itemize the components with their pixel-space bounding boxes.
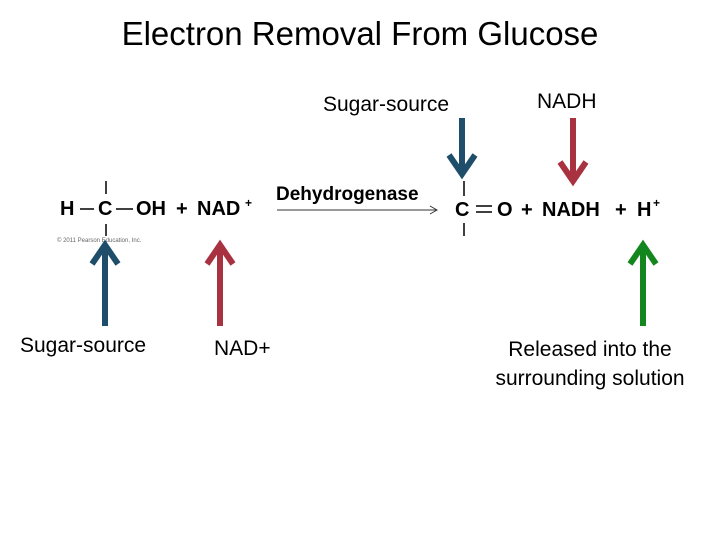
product-plus-2: +	[615, 199, 627, 221]
product-plus-1: +	[521, 199, 533, 221]
sugar-source-up-arrow	[89, 239, 121, 326]
h-plus-up-arrow	[627, 239, 659, 326]
product-h: H	[637, 199, 652, 221]
nadh-down-arrow	[557, 118, 589, 187]
product-c: C	[455, 199, 470, 221]
reactant-h: H	[60, 198, 75, 220]
copyright-notice: © 2011 Pearson Education, Inc.	[57, 238, 142, 244]
nadh-label-top: NADH	[537, 90, 597, 113]
sugar-source-label-top: Sugar-source	[323, 93, 450, 116]
nad-label-bottom: NAD+	[214, 337, 271, 360]
reactant-plus: +	[176, 198, 188, 220]
annotation-arrows	[89, 118, 659, 326]
reaction-arrow	[277, 205, 439, 215]
left-bonds	[80, 181, 133, 236]
reactant-c: C	[98, 198, 113, 220]
released-label: Released into the surrounding solution	[495, 338, 685, 390]
reactant-nad: NAD	[197, 198, 241, 220]
enzyme-label: Dehydrogenase	[276, 184, 419, 205]
sugar-source-label-bottom: Sugar-source	[20, 334, 147, 357]
product-h-charge: +	[653, 196, 661, 210]
reactant-oh: OH	[136, 198, 166, 220]
reactant-nad-charge: +	[245, 196, 253, 210]
right-bonds	[463, 181, 492, 236]
slide-title: Electron Removal From Glucose	[121, 15, 599, 52]
sugar-source-down-arrow	[446, 118, 478, 180]
product-nadh: NADH	[542, 199, 600, 221]
nad-up-arrow	[204, 239, 236, 326]
product-o: O	[497, 199, 513, 221]
